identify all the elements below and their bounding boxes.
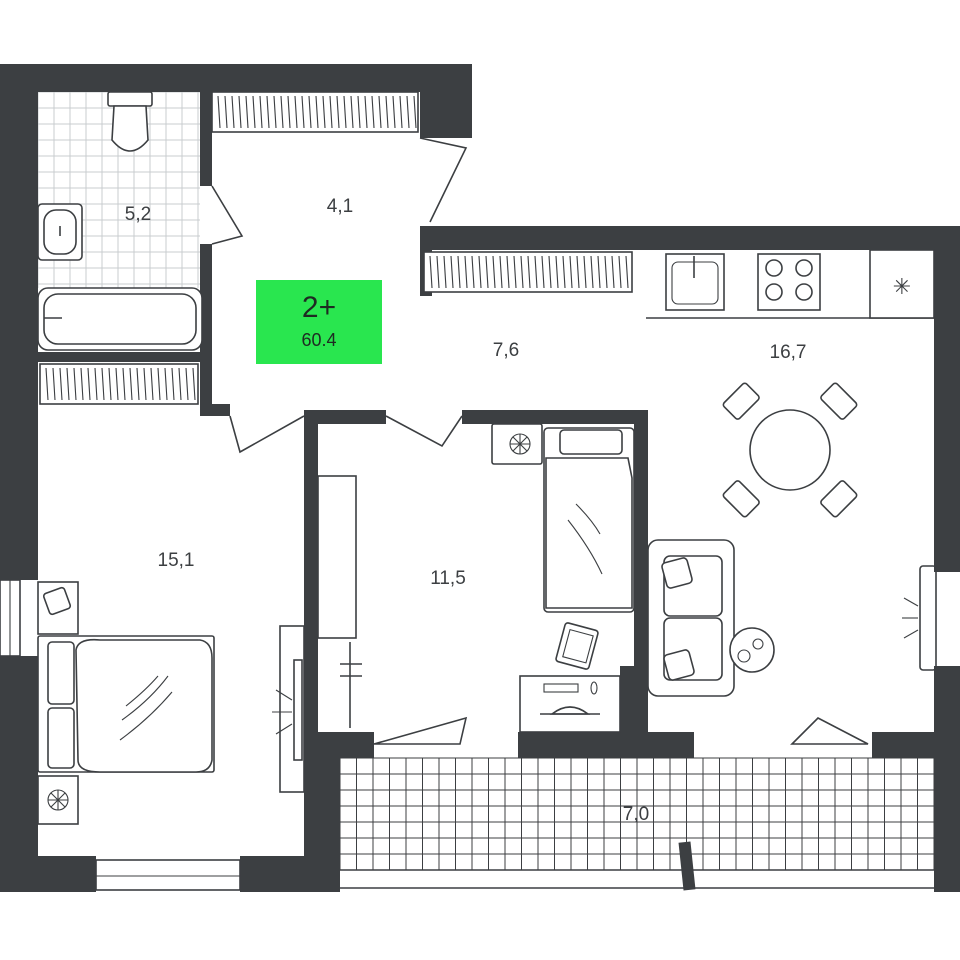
area-label-corridor: 7,6: [493, 340, 519, 361]
area-label-bedroom: 15,1: [158, 550, 195, 571]
apartment-badge: 2+ 60.4: [256, 280, 382, 364]
sofa-icon: [647, 539, 735, 697]
toilet-icon: [107, 91, 153, 107]
walls: [0, 64, 960, 892]
area-label-bathroom: 5,2: [125, 204, 151, 225]
total-area: 60.4: [301, 330, 336, 350]
chair-icon: [555, 622, 599, 670]
coffee-table-icon: [729, 627, 775, 673]
small-room-shelf: [340, 642, 362, 728]
small-room-wardrobe: [317, 475, 357, 639]
desk-icon: [519, 675, 621, 733]
area-label-entry: 4,1: [327, 196, 353, 217]
fridge-icon: [869, 249, 935, 319]
area-label-small-room: 11,5: [430, 568, 466, 589]
kitchen-fixtures: ✳: [646, 249, 935, 319]
dining-table-icon: [722, 382, 858, 518]
bedroom-furniture: [37, 581, 305, 825]
rooms-count: 2+: [302, 291, 336, 324]
area-label-balcony: 7,0: [623, 804, 649, 825]
small-room-furniture: [491, 423, 635, 733]
room-labels: 5,2 4,1 7,6 16,7 15,1 11,5 7,0: [125, 196, 807, 825]
area-label-kitchen: 16,7: [770, 342, 807, 363]
bathroom-fixtures: [37, 91, 203, 351]
kitchen-sink-icon: [665, 253, 725, 311]
windows: [0, 565, 937, 891]
svg-text:✳: ✳: [893, 275, 911, 300]
doors: [211, 137, 869, 745]
